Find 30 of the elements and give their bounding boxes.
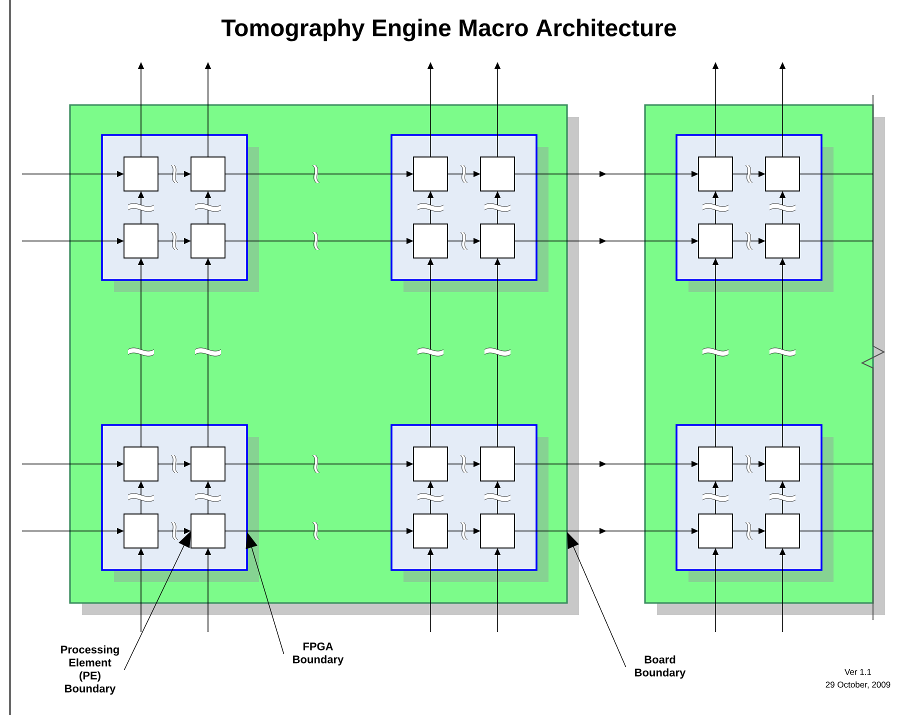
pe-box — [190, 224, 226, 258]
pe-box — [698, 446, 733, 482]
boundary-label: Processing Element (PE) Boundary — [61, 645, 119, 695]
pe-box — [698, 514, 733, 548]
boundary-label: Board Boundary — [635, 655, 686, 679]
pe-box — [413, 156, 448, 192]
pe-box — [413, 514, 448, 548]
pe-box — [413, 224, 448, 258]
pe-box — [190, 446, 226, 482]
pe-box — [765, 514, 800, 548]
pe-box — [698, 156, 733, 192]
pe-box — [480, 446, 515, 482]
pe-box — [124, 514, 158, 548]
version-note: Ver 1.1 — [844, 669, 872, 675]
version-note: 29 October, 2009 — [826, 681, 890, 689]
boundary-label: FPGA Boundary — [293, 642, 344, 666]
pe-box — [190, 156, 226, 192]
title: Tomography Engine Macro Architecture — [221, 18, 676, 42]
pe-box — [124, 156, 158, 192]
pe-box — [124, 446, 158, 482]
pe-box — [765, 446, 800, 482]
pe-box — [480, 224, 515, 258]
pe-box — [480, 514, 515, 548]
pe-box — [413, 446, 448, 482]
pe-box — [124, 224, 158, 258]
pe-box — [765, 224, 800, 258]
pe-box — [698, 224, 733, 258]
pe-box — [190, 514, 226, 548]
pe-box — [765, 156, 800, 192]
pe-box — [480, 156, 515, 192]
